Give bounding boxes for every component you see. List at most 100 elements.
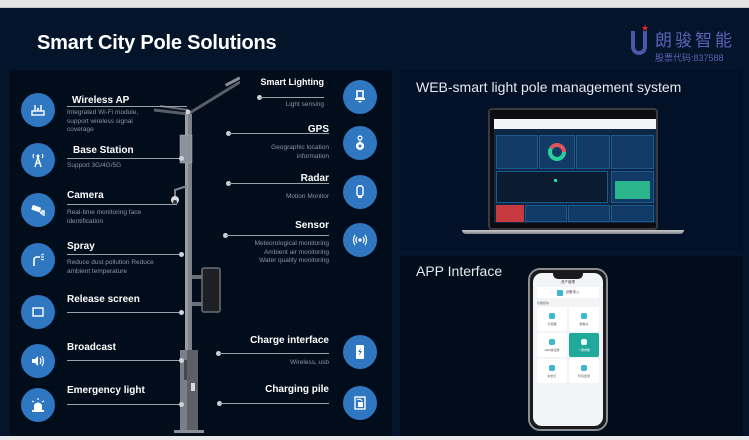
phone-charge-icon (356, 345, 364, 359)
connector-dot (179, 358, 184, 363)
app-interface-panel: APP Interface 资产管理 设备录入 功能模块 灯控器 摄像头 LED… (400, 256, 743, 436)
screen-icon (32, 307, 44, 317)
charging-pile-icon-button (343, 386, 377, 420)
connector-line (67, 312, 180, 313)
phone-screen: 资产管理 设备录入 功能模块 灯控器 摄像头 LED信息屏 一键求助 护栏灯 环… (533, 273, 603, 426)
app-screen-header: 资产管理 (561, 280, 575, 284)
connector-dot (226, 131, 231, 136)
smart-pole-illustration (153, 76, 240, 433)
spray-icon-button (21, 243, 55, 277)
connector-dot (179, 402, 184, 407)
feature-title: Base Station (73, 145, 134, 156)
app-device-entry-banner: 设备录入 (537, 287, 599, 298)
radar-icon-button (343, 175, 377, 209)
connector-line (67, 360, 180, 361)
connector-line (67, 204, 177, 205)
feature-title: Sensor (295, 220, 329, 231)
app-tile-active: 一键求助 (569, 333, 599, 357)
connector-line (219, 353, 329, 354)
feature-description: Geographic location information (271, 144, 329, 160)
connector-line (229, 183, 329, 184)
feature-title: Charging pile (265, 384, 329, 395)
web-panel-title: WEB-smart light pole management system (416, 79, 682, 95)
spray-icon (33, 253, 45, 266)
connector-line (67, 404, 180, 405)
app-tile: 灯控器 (537, 307, 567, 331)
connector-dot (179, 310, 184, 315)
base-station-icon-button (21, 143, 55, 177)
connector-line (67, 158, 180, 159)
feature-description: Reduce dust pollution Reduce ambient tem… (67, 259, 154, 275)
phone-screenshot: 资产管理 设备录入 功能模块 灯控器 摄像头 LED信息屏 一键求助 护栏灯 环… (528, 268, 608, 431)
feature-title: GPS (307, 124, 329, 135)
feature-description: Integrated Wi-Fi module, support wireles… (67, 109, 139, 133)
app-section-label: 功能模块 (537, 301, 550, 305)
router-icon (31, 105, 45, 116)
charging-pile-icon (354, 396, 366, 410)
slide: Smart City Pole Solutions ★ 朗骏智能 股票代码:83… (0, 8, 749, 436)
connector-dot (257, 95, 262, 100)
connector-line (229, 133, 329, 134)
management-dashboard-image (494, 119, 656, 223)
feature-description: Support 3G/4G/5G (67, 162, 122, 169)
logo-company-name: 朗骏智能 (655, 31, 735, 51)
feature-title: Release screen (67, 294, 140, 305)
feature-title: Emergency light (67, 385, 145, 396)
emergency-light-icon-button (21, 388, 55, 422)
smart-lighting-icon-button (343, 80, 377, 114)
connector-dot (179, 252, 184, 257)
laptop-screenshot (462, 108, 684, 234)
feature-description: Light sensing (285, 101, 324, 108)
app-tile: 护栏灯 (537, 359, 567, 383)
gps-icon (356, 135, 364, 150)
charge-interface-icon-button (343, 335, 377, 369)
window-top-bar (0, 0, 749, 8)
feature-description: Wireless, usb (289, 359, 329, 366)
sensor-icon-button (343, 223, 377, 257)
feature-title: Smart Lighting (260, 77, 325, 87)
camera-icon-button (21, 193, 55, 227)
connector-line (67, 254, 180, 255)
alarm-light-icon (31, 398, 45, 412)
connector-line (226, 235, 329, 236)
feature-title: Wireless AP (72, 95, 130, 106)
connector-dot (179, 156, 184, 161)
gps-icon-button (343, 126, 377, 160)
app-tile: 环境监测 (569, 359, 599, 383)
feature-title: Spray (67, 241, 95, 252)
logo-stock-code: 股票代码:837588 (655, 53, 724, 63)
feature-title: Broadcast (67, 342, 116, 353)
broadcast-icon-button (21, 344, 55, 378)
logo-mark-icon: ★ (631, 24, 649, 56)
window-bottom-bar (0, 436, 749, 440)
wireless-ap-icon-button (21, 93, 55, 127)
feature-title: Radar (300, 173, 329, 184)
connector-dot (216, 351, 221, 356)
connector-dot (226, 181, 231, 186)
connector-line (67, 106, 187, 107)
connector-dot (217, 401, 222, 406)
speaker-icon (32, 355, 45, 367)
sensor-icon (352, 234, 368, 246)
feature-description: Meteorological monitoring Ambient air mo… (254, 240, 329, 264)
app-tile: LED信息屏 (537, 333, 567, 357)
web-system-panel: WEB-smart light pole management system (400, 70, 743, 250)
feature-description: Motion Monitor (286, 193, 329, 200)
feature-title: Charge interface (250, 335, 329, 346)
connector-line (220, 403, 329, 404)
radar-icon (356, 185, 364, 198)
connector-line (260, 97, 324, 98)
lamp-icon (355, 90, 365, 103)
release-screen-icon-button (21, 295, 55, 329)
feature-description: Real-time monitoring face identification (67, 209, 142, 225)
laptop-screen (488, 108, 658, 230)
cctv-camera-icon (31, 205, 45, 216)
app-panel-title: APP Interface (416, 263, 503, 279)
pole-diagram-panel: Wireless AP Integrated Wi-Fi module, sup… (10, 70, 392, 436)
connector-dot (223, 233, 228, 238)
slide-title: Smart City Pole Solutions (37, 32, 277, 54)
app-tile: 摄像头 (569, 307, 599, 331)
cell-tower-icon (32, 153, 44, 168)
company-logo: ★ 朗骏智能 股票代码:837588 (625, 22, 745, 68)
feature-title: Camera (67, 190, 104, 201)
